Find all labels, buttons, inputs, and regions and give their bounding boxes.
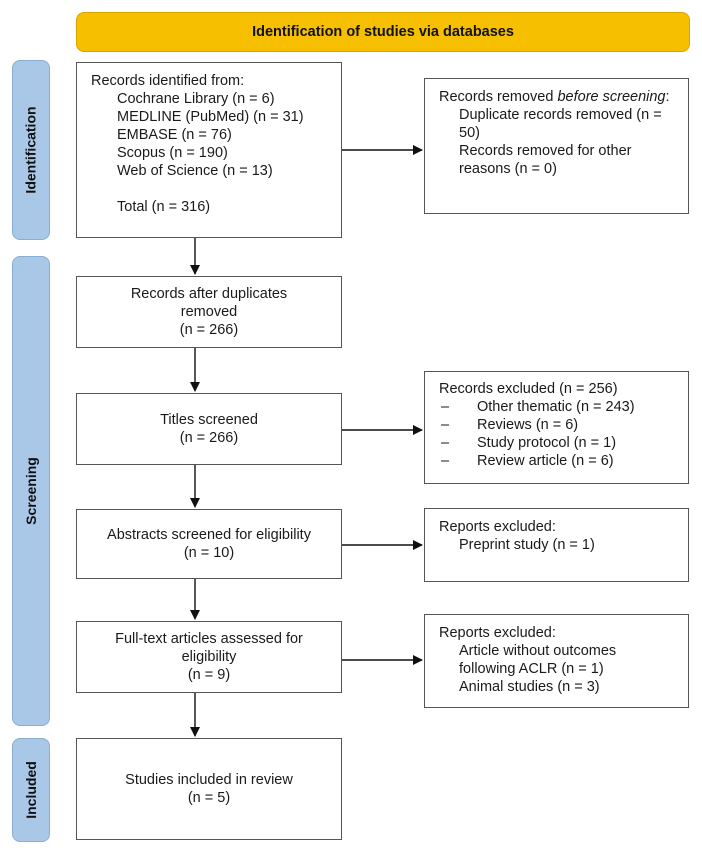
box-reports-excluded-fulltext: Reports excluded: Article without outcom… xyxy=(424,614,689,708)
excluded-item-review-article: –Review article (n = 6) xyxy=(441,453,614,469)
other-reasons-removed: Records removed for other reasons (n = 0… xyxy=(459,143,632,177)
fulltext-line1: Full-text articles assessed for xyxy=(115,631,303,647)
after-duplicates-line1: Records after duplicates xyxy=(130,286,288,302)
box-records-identified: Records identified from: Cochrane Librar… xyxy=(76,62,342,238)
titles-screened-label: Titles screened xyxy=(160,412,258,428)
header-identification-via-databases: Identification of studies via databases xyxy=(76,12,690,52)
abstracts-screened-count: (n = 10) xyxy=(183,545,235,561)
box-fulltext-assessed: Full-text articles assessed for eligibil… xyxy=(76,621,342,693)
excluded-no-outcomes-line1: Article without outcomes xyxy=(459,643,617,659)
box-records-after-duplicates: Records after duplicates removed (n = 26… xyxy=(76,276,342,348)
preprint-excluded: Preprint study (n = 1) xyxy=(459,537,595,553)
fulltext-line2: eligibility xyxy=(181,649,237,665)
box-records-removed: Records removed before screening: Duplic… xyxy=(424,78,689,214)
excluded-item-other-thematic: –Other thematic (n = 243) xyxy=(441,399,635,415)
source-cochrane: Cochrane Library (n = 6) xyxy=(117,91,275,107)
box-titles-screened: Titles screened (n = 266) xyxy=(76,393,342,465)
excluded-item-reviews: –Reviews (n = 6) xyxy=(441,417,579,433)
source-medline: MEDLINE (PubMed) (n = 31) xyxy=(117,109,304,125)
abstracts-screened-label: Abstracts screened for eligibility xyxy=(107,527,311,543)
box-reports-excluded-abstracts: Reports excluded: Preprint study (n = 1) xyxy=(424,508,689,582)
records-excluded-heading: Records excluded (n = 256) xyxy=(439,381,618,397)
phase-screening-label: Screening xyxy=(12,256,50,726)
source-web-of-science: Web of Science (n = 13) xyxy=(117,163,273,179)
included-label: Studies included in review xyxy=(125,772,293,788)
excluded-item-study-protocol: –Study protocol (n = 1) xyxy=(441,435,617,451)
source-scopus: Scopus (n = 190) xyxy=(117,145,228,161)
source-embase: EMBASE (n = 76) xyxy=(117,127,232,143)
records-removed-heading: Records removed before screening: xyxy=(439,89,670,105)
excluded-animal-studies: Animal studies (n = 3) xyxy=(459,679,600,695)
titles-screened-count: (n = 266) xyxy=(179,430,239,446)
reports-excluded-2-heading: Reports excluded: xyxy=(439,625,556,641)
phase-included-label: Included xyxy=(12,738,50,842)
reports-excluded-1-heading: Reports excluded: xyxy=(439,519,556,535)
included-count: (n = 5) xyxy=(187,790,231,806)
fulltext-count: (n = 9) xyxy=(187,667,231,683)
phase-identification-label: Identification xyxy=(12,60,50,240)
box-records-excluded: Records excluded (n = 256) –Other themat… xyxy=(424,371,689,484)
box-abstracts-screened: Abstracts screened for eligibility (n = … xyxy=(76,509,342,579)
box-studies-included: Studies included in review (n = 5) xyxy=(76,738,342,840)
excluded-no-outcomes-line2: following ACLR (n = 1) xyxy=(459,661,604,677)
after-duplicates-count: (n = 266) xyxy=(179,322,239,338)
duplicates-removed: Duplicate records removed (n = 50) xyxy=(459,107,662,141)
after-duplicates-line2: removed xyxy=(180,304,238,320)
records-identified-heading: Records identified from: xyxy=(91,73,245,89)
header-title: Identification of studies via databases xyxy=(252,24,514,40)
records-total: Total (n = 316) xyxy=(117,199,211,215)
